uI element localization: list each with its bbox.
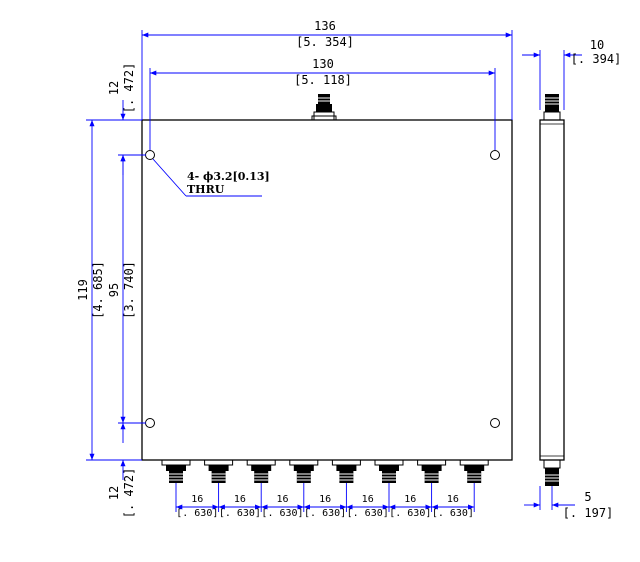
overall-height-mm: 119 [76, 279, 90, 301]
port-pitch-mm: 16 [276, 494, 288, 505]
side-width-mm: 10 [590, 38, 604, 52]
port-pitch-mm: 16 [319, 494, 331, 505]
connector-offset-mm: 5 [584, 490, 591, 504]
mounting-hole-top-left [145, 150, 155, 160]
hole-callout-size: 4- ϕ3.2[0.13] [187, 170, 270, 183]
top-offset-mm: 12 [107, 81, 121, 95]
hole-spacing-width-inch: [5. 118] [294, 73, 352, 87]
port-pitch-inch: [. 630] [219, 508, 261, 519]
output-connector-5 [331, 459, 361, 483]
output-connector-2 [204, 459, 234, 483]
output-connector-1 [161, 459, 191, 483]
side-width-inch: [. 394] [571, 52, 622, 66]
port-pitch-mm: 16 [362, 494, 374, 505]
mounting-hole-top-right [490, 150, 500, 160]
output-connector-4 [289, 459, 319, 483]
port-pitch-mm: 16 [404, 494, 416, 505]
output-connector-7 [417, 459, 447, 483]
overall-height-inch: [4. 685] [91, 261, 105, 319]
hole-spacing-height-inch: [3. 740] [122, 261, 136, 319]
output-connectors [161, 459, 489, 483]
mounting-hole-bottom-right [490, 418, 500, 428]
port-pitch-mm: 16 [447, 494, 459, 505]
mounting-hole-bottom-left [145, 418, 155, 428]
overall-width-inch: [5. 354] [296, 35, 354, 49]
top-offset-inch: [. 472] [122, 63, 136, 114]
side-connector-bottom [543, 459, 561, 486]
side-view-body [539, 119, 565, 461]
port-pitch-dimension-lines [175, 483, 475, 512]
side-connector-top [543, 94, 561, 121]
port-pitch-inch: [. 630] [304, 508, 346, 519]
output-connector-8 [459, 459, 489, 483]
input-connector-top [311, 94, 337, 121]
hole-spacing-width-mm: 130 [312, 57, 334, 71]
port-pitch-mm: 16 [191, 494, 203, 505]
bottom-offset-mm: 12 [107, 486, 121, 500]
port-pitch-inch: [. 630] [389, 508, 431, 519]
hole-callout-thru: THRU [187, 183, 225, 196]
port-pitch-inch: [. 630] [347, 508, 389, 519]
port-pitch-inch: [. 630] [176, 508, 218, 519]
port-pitch-inch: [. 630] [432, 508, 474, 519]
port-pitch-labels: 16 [. 630] 16 [. 630] 16 [. 630] 16 [. 630] 16 [.… [176, 494, 474, 519]
hole-spacing-height-mm: 95 [107, 283, 121, 297]
bottom-offset-inch: [. 472] [122, 468, 136, 519]
output-connector-6 [374, 459, 404, 483]
port-pitch-mm: 16 [234, 494, 246, 505]
connector-offset-inch: [. 197] [563, 506, 614, 520]
overall-width-mm: 136 [314, 19, 336, 33]
port-pitch-inch: [. 630] [261, 508, 303, 519]
hole-callout-leader [152, 158, 187, 197]
output-connector-3 [246, 459, 276, 483]
